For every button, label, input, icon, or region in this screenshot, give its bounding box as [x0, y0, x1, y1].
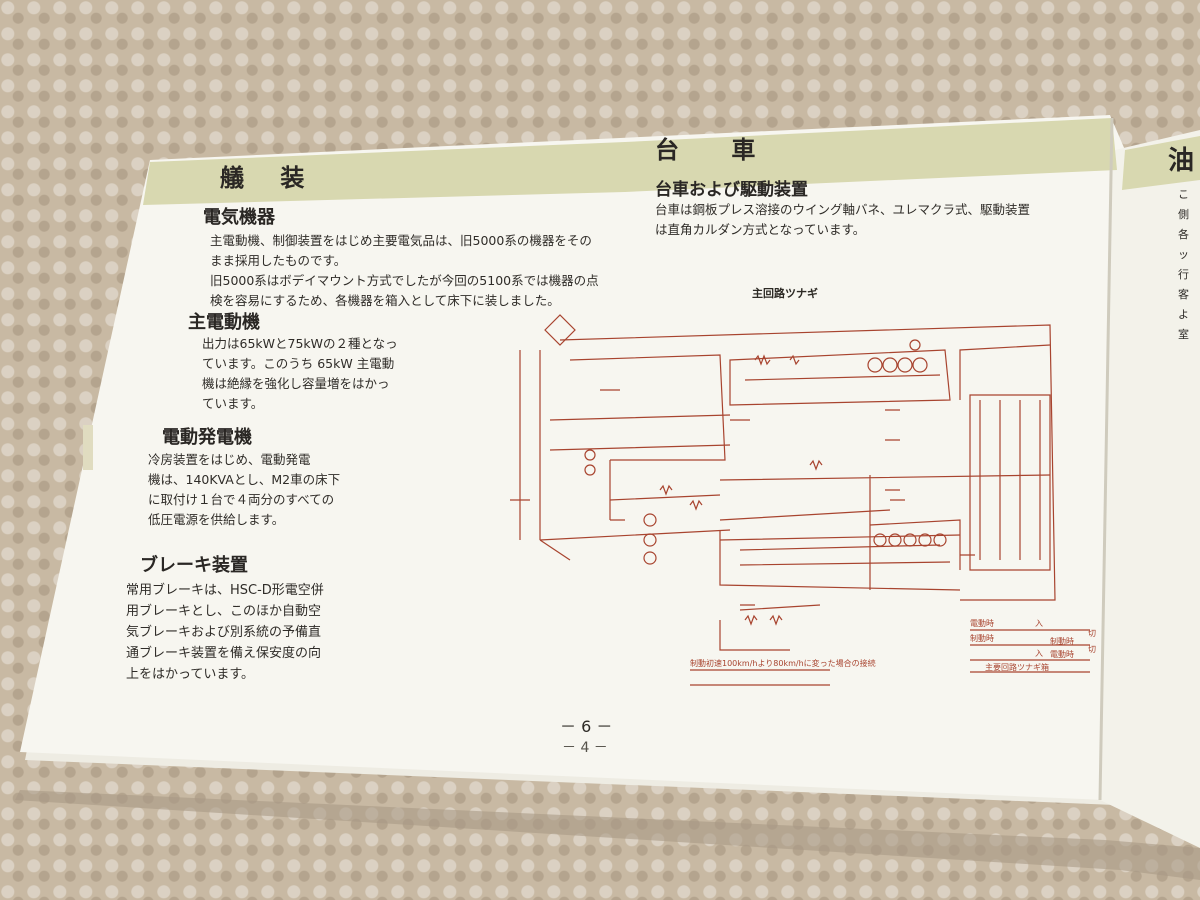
text-line: 室 [1178, 328, 1189, 341]
right-section-title: 台 車 [655, 136, 778, 164]
legend-label-3: 主要回路ツナギ箱 [985, 662, 1049, 672]
block-heading-brake: ブレーキ装置 [140, 555, 248, 576]
next-page-text: こ 側 各 ッ 行 客 よ 室 [1178, 185, 1189, 345]
text-line: こ [1178, 188, 1189, 201]
legend-label-1b: 入 [1035, 619, 1043, 628]
text-line: 出力は65kWと75kWの２種となっ [202, 336, 398, 351]
block-heading-main-motor: 主電動機 [188, 312, 260, 333]
diagram-title: 主回路ツナギ [752, 287, 818, 300]
right-heading: 台車および駆動装置 [655, 180, 808, 200]
main-circuit-diagram: 電動時 入 制動時 切 制動時 入 電動時 切 主要回路ツナギ箱 制動初速100… [510, 314, 1096, 686]
text-line: 主電動機、制御装置をはじめ主要電気品は、旧5000系の機器をその [210, 233, 592, 248]
text-line: 各 [1178, 228, 1189, 241]
text-line: 用ブレーキとし、このほか自動空 [126, 604, 322, 619]
text-line: 機は、140KVAとし、M2車の床下 [148, 472, 341, 487]
legend-label-2b: 入 [1035, 649, 1043, 658]
legend-label-2: 制動時 [970, 633, 994, 643]
text-line: 側 [1178, 208, 1189, 221]
page-number-behind: － 4 － [562, 740, 608, 756]
diagram-note: 制動初速100km/hより80km/hに変った場合の接続 [690, 658, 876, 668]
text-line: に取付け１台で４両分のすべての [148, 492, 335, 507]
block-text-brake: 常用ブレーキは、HSC-D形電空併 用ブレーキとし、このほか自動空 気ブレーキお… [126, 580, 324, 685]
text-line: ッ [1178, 248, 1189, 261]
block-text-motor-generator: 冷房装置をはじめ、電動発電 機は、140KVAとし、M2車の床下 に取付け１台で… [148, 450, 340, 530]
text-line: 気ブレーキおよび別系統の予備直 [126, 625, 322, 640]
legend-label-1d: 切 [1088, 629, 1096, 638]
text-line: 常用ブレーキは、HSC-D形電空併 [126, 583, 324, 598]
next-page-title: 油 [1168, 146, 1195, 176]
text-line: 行 [1178, 268, 1189, 281]
legend-label-2d: 切 [1088, 645, 1096, 654]
text-line: は直角カルダン方式となっています。 [655, 222, 866, 237]
text-line: 客 [1178, 288, 1189, 301]
text-line: 上をはかっています。 [126, 667, 255, 682]
block-text-electric-equipment: 主電動機、制御装置をはじめ主要電気品は、旧5000系の機器をその まま採用したも… [210, 231, 599, 311]
block-heading-motor-generator: 電動発電機 [162, 427, 252, 448]
block-heading-electric-equipment: 電気機器 [203, 207, 275, 228]
right-header-band [625, 118, 1117, 192]
text-line: 旧5000系はボデイマウント方式でしたが今回の5100系では機器の点 [210, 273, 599, 288]
text-line: まま採用したものです。 [210, 253, 347, 268]
block-text-main-motor: 出力は65kWと75kWの２種となっ ています。このうち 65kW 主電動 機は… [202, 334, 398, 414]
text-line: ています。 [202, 396, 264, 411]
left-header-band [143, 142, 625, 205]
text-line: 低圧電源を供給します。 [148, 512, 285, 527]
legend-label-1: 電動時 [970, 619, 994, 628]
text-line: 通ブレーキ装置を備え保安度の向 [126, 646, 322, 661]
text-line: 検を容易にするため、各機器を箱入として床下に装しました。 [210, 293, 560, 308]
text-line: よ [1178, 308, 1189, 321]
text-line: ています。このうち 65kW 主電動 [202, 356, 395, 371]
legend-label-2c: 電動時 [1050, 650, 1074, 659]
right-body-text: 台車は鋼板プレス溶接のウイング軸バネ、ユレマクラ式、駆動装置 は直角カルダン方式… [655, 200, 1030, 240]
legend-label-1c: 制動時 [1050, 636, 1074, 646]
text-line: 台車は鋼板プレス溶接のウイング軸バネ、ユレマクラ式、駆動装置 [655, 202, 1031, 217]
text-line: 機は絶縁を強化し容量増をはかっ [202, 376, 390, 391]
left-section-title: 艤 装 [220, 164, 319, 192]
page-number: － 6 － [560, 717, 613, 736]
text-line: 冷房装置をはじめ、電動発電 [148, 452, 311, 467]
